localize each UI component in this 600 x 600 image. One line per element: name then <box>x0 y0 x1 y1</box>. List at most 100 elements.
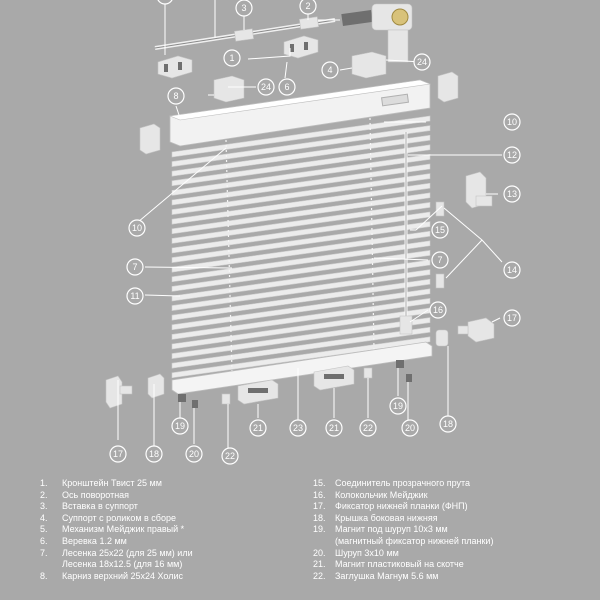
slat <box>171 202 431 244</box>
callout-circle <box>126 287 144 305</box>
callout-circle <box>431 221 449 239</box>
callout-number: 17 <box>507 313 517 323</box>
callout-number: 15 <box>435 225 445 235</box>
callout-bubble: 22 <box>221 447 239 465</box>
legend-item-continuation: (магнитный фиксатор нижней планки) <box>335 535 494 546</box>
callout-number: 12 <box>507 150 517 160</box>
slat <box>171 221 431 263</box>
callout-bubble: 3 <box>235 0 253 17</box>
callout-bubble: 16 <box>429 301 447 319</box>
slat <box>171 115 431 158</box>
callout-circle <box>278 78 296 96</box>
callout-bubble: 22 <box>359 419 377 437</box>
callout-bubble: 10 <box>128 219 146 237</box>
slats-stack <box>171 115 431 379</box>
parts-legend: 1.Кронштейн Твист 25 мм 2.Ось поворотная… <box>0 478 600 600</box>
callout-bubble: 3 <box>157 0 173 5</box>
blind-exploded-diagram: 1233246424810121310151477111617171819202… <box>105 0 521 465</box>
slat <box>171 250 431 292</box>
callout-bubble: 17 <box>503 309 521 327</box>
slat <box>171 125 431 167</box>
callout-number: 6 <box>284 82 289 92</box>
slat <box>171 192 431 235</box>
callout-circle <box>359 419 377 437</box>
callout-bubble: 10 <box>503 113 521 131</box>
callout-bubble: 12 <box>503 146 521 164</box>
callout-number: 8 <box>173 91 178 101</box>
callout-circle <box>145 445 163 463</box>
callout-number: 14 <box>507 265 517 275</box>
fixer-17-right <box>467 317 495 343</box>
callout-circle <box>503 309 521 327</box>
callout-circle <box>325 419 343 437</box>
callout-number: 24 <box>261 82 271 92</box>
callout-circle <box>431 251 449 269</box>
magic-mechanism <box>341 3 413 63</box>
legend-item: 21.Магнит пластиковый на скотче <box>313 559 464 570</box>
callout-number: 20 <box>405 423 415 433</box>
legend-item: 5.Механизм Мейджик правый * <box>40 524 185 535</box>
callout-bubble: 21 <box>249 419 267 437</box>
right-side-parts <box>363 171 495 382</box>
callout-number: 1 <box>229 53 234 63</box>
left-bottom-parts <box>105 365 355 409</box>
slat <box>171 240 431 283</box>
callout-number: 3 <box>162 0 167 1</box>
callout-bubble: 4 <box>321 61 339 79</box>
callout-circle <box>321 61 339 79</box>
callout-circle <box>221 447 239 465</box>
callout-number: 24 <box>417 57 427 67</box>
callout-bubble: 19 <box>389 397 407 415</box>
slat <box>171 336 431 379</box>
callout-circle <box>235 0 253 17</box>
callout-bubbles: 1233246424810121310151477111617171819202… <box>109 0 521 465</box>
callout-number: 13 <box>507 189 517 199</box>
callout-number: 21 <box>253 423 263 433</box>
callout-bubble: 23 <box>289 419 307 437</box>
twist-bracket-left <box>157 55 193 79</box>
legend-item: 19.Магнит под шуруп 10x3 мм <box>313 524 448 535</box>
callout-number: 22 <box>363 423 373 433</box>
top-assembly <box>139 3 459 155</box>
rod-connector-15-b <box>435 273 445 289</box>
legend-item: 4.Суппорт с роликом в сборе <box>40 512 176 523</box>
legend-item: 6.Веревка 1.2 мм <box>40 535 127 546</box>
callout-number: 16 <box>433 305 443 315</box>
callout-number: 22 <box>225 451 235 461</box>
bottom-rail <box>171 341 433 395</box>
callout-number: 10 <box>132 223 142 233</box>
slat <box>171 173 431 215</box>
legend-column-right: 15.Соединитель прозрачного прута 16.Коло… <box>313 478 593 582</box>
callout-circle <box>257 78 275 96</box>
callout-number: 18 <box>149 449 159 459</box>
callout-bubble: 19 <box>171 417 189 435</box>
callout-bubble: 1 <box>223 49 241 67</box>
callout-bubble: 11 <box>126 287 144 305</box>
callout-bubble: 15 <box>431 221 449 239</box>
legend-item-continuation: Лесенка 18x12.5 (для 16 мм) <box>62 559 183 570</box>
cap-22-left <box>221 393 231 405</box>
callout-number: 7 <box>437 255 442 265</box>
callout-circle <box>299 0 317 15</box>
legend-item: 1.Кронштейн Твист 25 мм <box>40 478 162 488</box>
callout-bubble: 13 <box>503 185 521 203</box>
callout-number: 21 <box>329 423 339 433</box>
callout-circle <box>413 53 431 71</box>
slat <box>171 163 431 206</box>
callout-bubble: 6 <box>278 78 296 96</box>
legend-item: 15.Соединитель прозрачного прута <box>313 478 471 488</box>
callout-number: 20 <box>189 449 199 459</box>
callout-number: 3 <box>241 3 246 13</box>
callout-circle <box>439 415 457 433</box>
callout-bubble: 18 <box>439 415 457 433</box>
callout-number: 10 <box>507 117 517 127</box>
callout-circle <box>126 258 144 276</box>
slat <box>171 326 431 369</box>
twist-bracket-right <box>283 35 319 59</box>
callout-bubble: 17 <box>109 445 127 463</box>
magnet-19-left <box>178 394 186 402</box>
slat <box>171 134 431 177</box>
slat <box>171 317 431 359</box>
side-cap-top-right <box>437 71 459 103</box>
callout-circle <box>429 301 447 319</box>
